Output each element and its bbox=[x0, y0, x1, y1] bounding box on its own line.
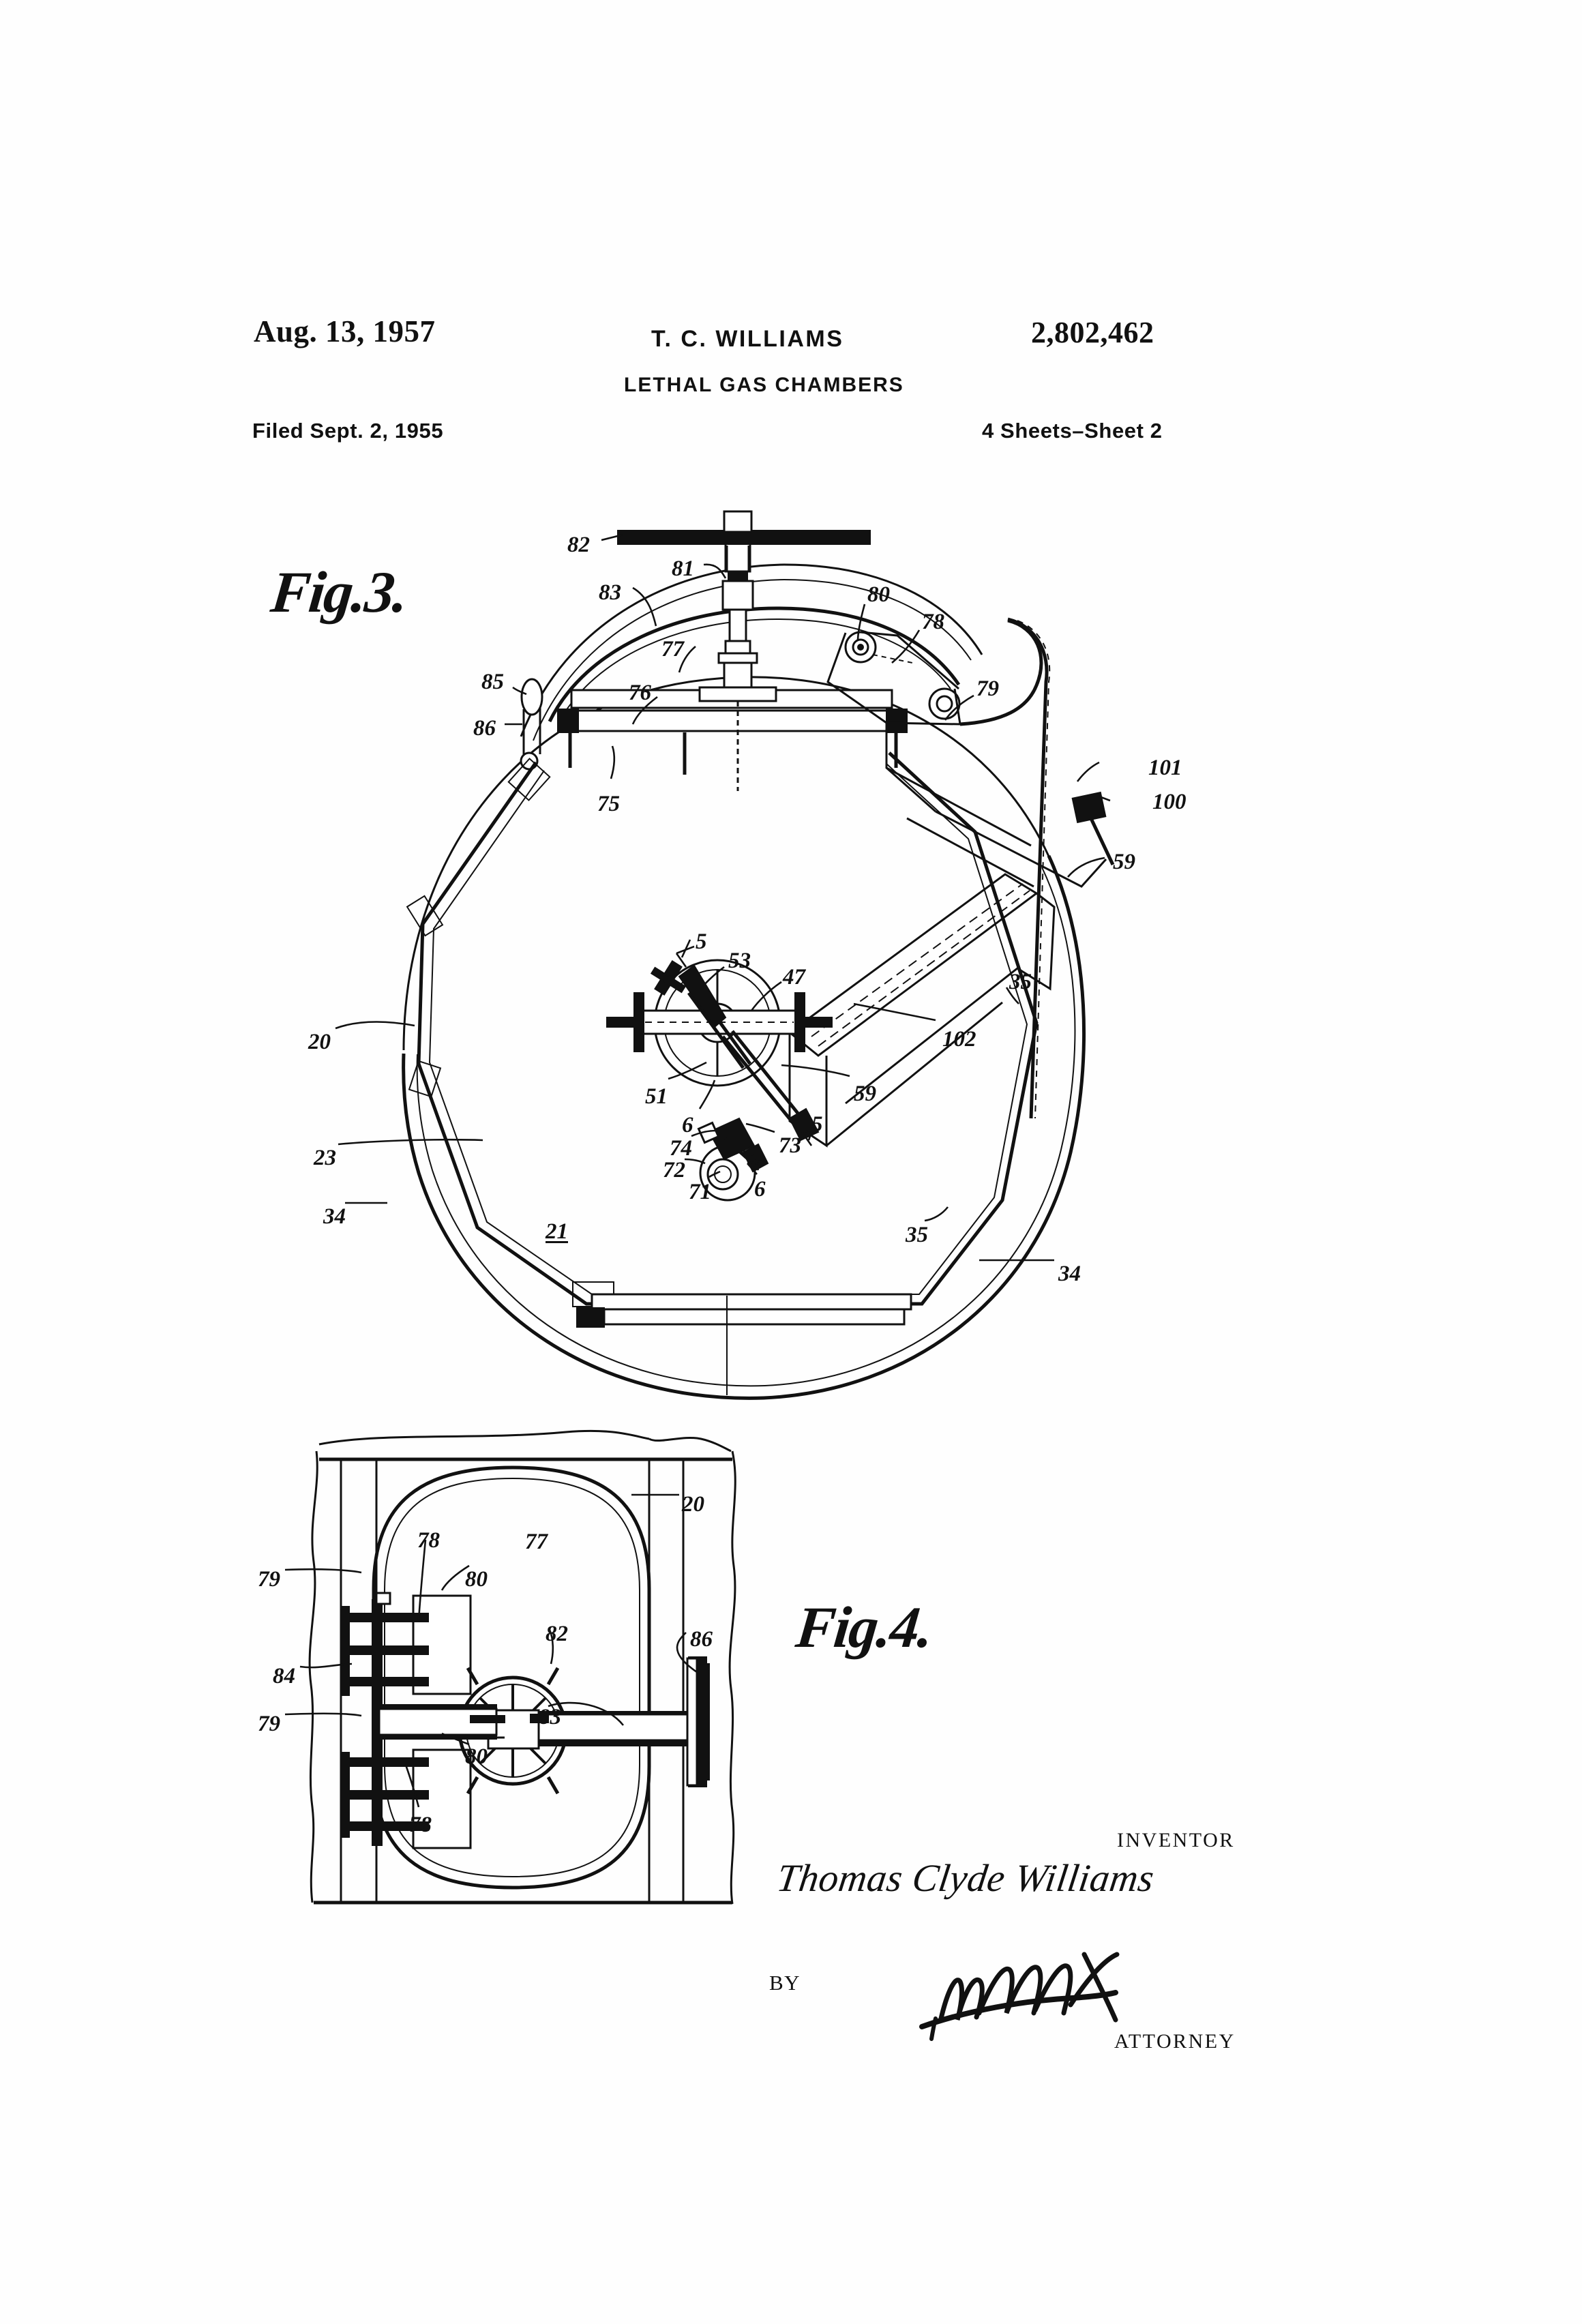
ref-numeral-n23: 23 bbox=[314, 1146, 336, 1170]
ref-numeral-n5a: 5 bbox=[696, 929, 707, 954]
ref-numeral-f79a: 79 bbox=[258, 1567, 280, 1592]
ref-numeral-f82: 82 bbox=[546, 1622, 568, 1646]
dome-83 bbox=[520, 563, 983, 741]
ref-numeral-n6a: 6 bbox=[682, 1113, 693, 1137]
wall-break-left bbox=[308, 1450, 318, 1903]
ref-numeral-n59a: 59 bbox=[854, 1082, 876, 1106]
ref-numeral-n71: 71 bbox=[689, 1180, 711, 1204]
ref-numeral-n73: 73 bbox=[779, 1133, 801, 1158]
figure-3-drawing bbox=[402, 510, 1115, 1400]
ref-numeral-n5b: 5 bbox=[811, 1112, 823, 1137]
ref-numeral-f80b: 80 bbox=[465, 1744, 488, 1769]
ref-numeral-f83: 83 bbox=[539, 1705, 561, 1729]
patent-date: Aug. 13, 1957 bbox=[254, 314, 436, 348]
ref-numeral-n51: 51 bbox=[645, 1084, 668, 1109]
filing-date: Filed Sept. 2, 1955 bbox=[252, 419, 444, 443]
ref-numeral-n6b: 6 bbox=[754, 1177, 766, 1202]
patent-number: 2,802,462 bbox=[1031, 316, 1154, 349]
chamber-dome-77 bbox=[548, 606, 961, 725]
ref-numeral-n20: 20 bbox=[308, 1030, 331, 1054]
ref-numeral-f86: 86 bbox=[690, 1627, 713, 1652]
ref-numeral-n83: 83 bbox=[599, 580, 621, 605]
ref-numeral-f84: 84 bbox=[273, 1664, 295, 1688]
oval-door-77 bbox=[372, 1465, 651, 1890]
outer-shell-20 bbox=[402, 676, 1086, 1400]
ref-numeral-n53: 53 bbox=[728, 949, 751, 973]
lug-85-86 bbox=[520, 678, 543, 771]
hinge-assembly-80-79 bbox=[826, 631, 961, 813]
inner-chamber-21 bbox=[406, 751, 1039, 1328]
top-stem-assembly bbox=[617, 510, 871, 791]
ref-numeral-n77: 77 bbox=[661, 637, 684, 661]
ref-numeral-n21: 21 bbox=[546, 1219, 568, 1244]
lower-valve-71 bbox=[697, 1117, 769, 1202]
ref-numeral-n35b: 35 bbox=[906, 1223, 928, 1247]
ref-numeral-n47: 47 bbox=[783, 965, 805, 989]
inventor-shortname: T. C. WILLIAMS bbox=[651, 326, 844, 352]
ref-numeral-f79b: 79 bbox=[258, 1712, 280, 1736]
duct-102 bbox=[788, 873, 1039, 1148]
ref-numeral-n35a: 35 bbox=[1009, 970, 1032, 994]
leader-lines-fig4 bbox=[284, 1493, 698, 1808]
ref-numeral-n101: 101 bbox=[1148, 756, 1182, 780]
ref-numeral-n102: 102 bbox=[942, 1027, 976, 1052]
ref-numeral-f80a: 80 bbox=[465, 1567, 488, 1592]
ref-numeral-n34b: 34 bbox=[1058, 1262, 1081, 1286]
patent-title: LETHAL GAS CHAMBERS bbox=[624, 374, 904, 396]
sheet-count: 4 Sheets–Sheet 2 bbox=[982, 419, 1163, 443]
ref-numeral-n81: 81 bbox=[672, 556, 694, 581]
ref-numeral-n75: 75 bbox=[597, 792, 620, 816]
ref-numeral-n76: 76 bbox=[629, 681, 651, 705]
ref-numeral-f78b: 78 bbox=[409, 1813, 432, 1837]
figure-4-drawing bbox=[308, 1429, 736, 1905]
ref-numeral-n80: 80 bbox=[867, 582, 890, 607]
by-label: BY bbox=[769, 1971, 801, 1995]
ref-numeral-n78: 78 bbox=[922, 610, 944, 634]
inventor-name: Thomas Clyde Williams bbox=[774, 1857, 1157, 1900]
ref-numeral-n82: 82 bbox=[567, 533, 590, 557]
inventor-label: INVENTOR bbox=[1117, 1829, 1235, 1851]
ref-numeral-n72: 72 bbox=[663, 1158, 685, 1182]
ref-numeral-n59b: 59 bbox=[1113, 850, 1135, 874]
valve-hub-47 bbox=[606, 959, 833, 1142]
hinge-upper-79-80 bbox=[340, 1592, 472, 1710]
ref-numeral-n86: 86 bbox=[473, 716, 496, 741]
ref-numeral-n85: 85 bbox=[481, 670, 504, 694]
attorney-signature bbox=[919, 1952, 1120, 2041]
attorney-label: ATTORNEY bbox=[1114, 2030, 1236, 2053]
ref-numeral-n74: 74 bbox=[670, 1136, 692, 1161]
ref-numeral-n34a: 34 bbox=[323, 1204, 346, 1229]
ref-numeral-n100: 100 bbox=[1152, 790, 1186, 814]
hinge-lower-79-80 bbox=[340, 1704, 472, 1849]
ref-numeral-f20: 20 bbox=[682, 1492, 704, 1517]
riser-59 bbox=[886, 617, 1115, 1119]
ref-numeral-f78a: 78 bbox=[417, 1528, 440, 1553]
ref-numeral-f77: 77 bbox=[525, 1530, 548, 1554]
leader-lines-fig3 bbox=[335, 533, 1111, 1262]
ref-numeral-n79: 79 bbox=[976, 676, 999, 701]
wall-break-top bbox=[648, 1436, 732, 1452]
shaft-83-84 bbox=[378, 1656, 710, 1787]
duct-35 bbox=[826, 892, 1056, 1147]
